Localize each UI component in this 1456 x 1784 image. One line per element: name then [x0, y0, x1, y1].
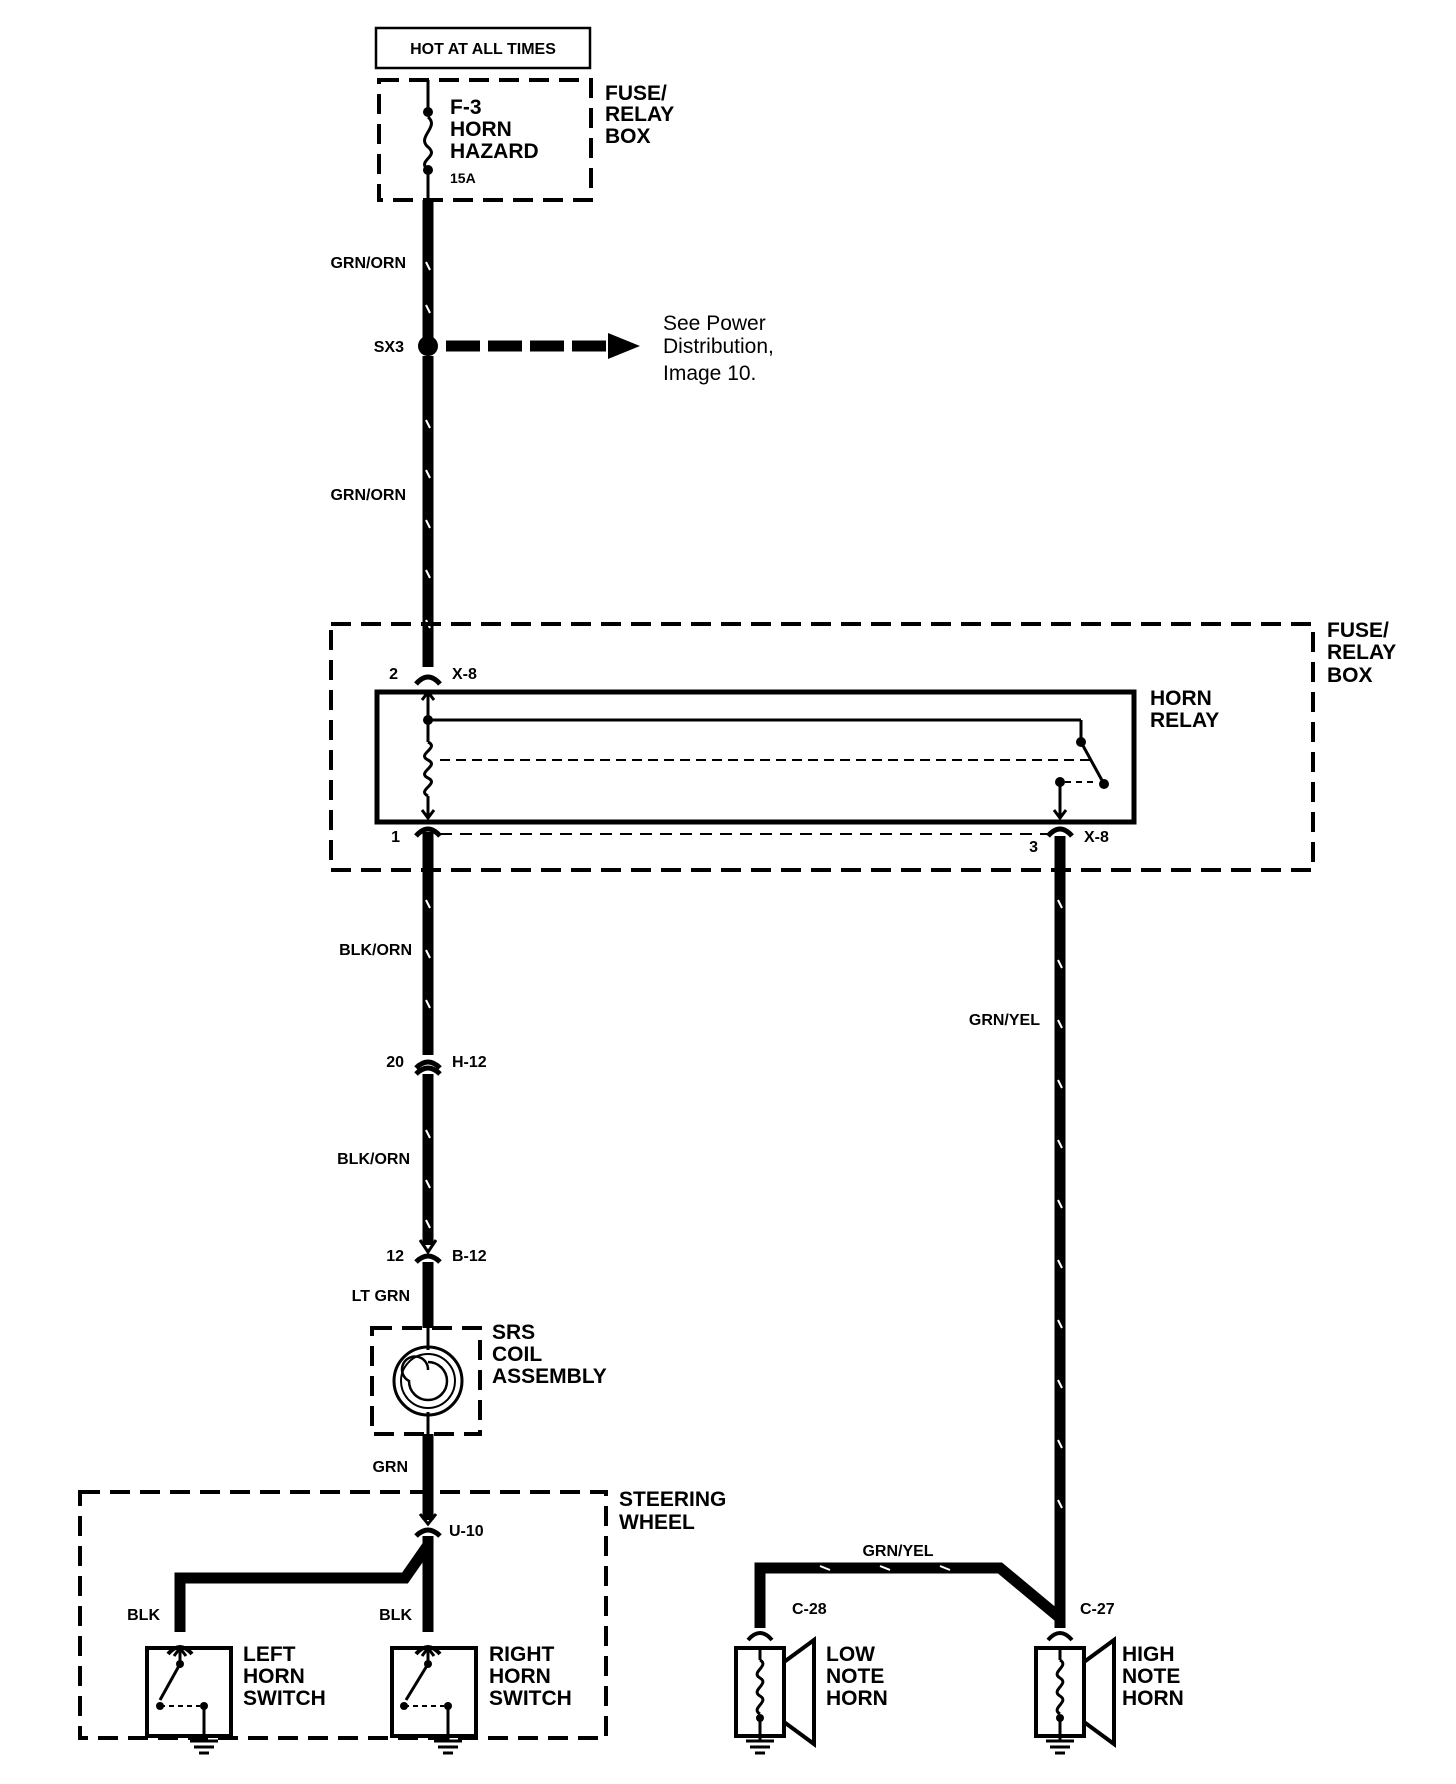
- low-horn-label-3: HORN: [826, 1687, 888, 1710]
- h12-pin: 20: [386, 1054, 404, 1071]
- right-switch-label-3: SWITCH: [489, 1687, 572, 1710]
- wire-label-grn-orn-2: GRN/ORN: [330, 487, 406, 504]
- wire-label-blk-orn-2: BLK/ORN: [337, 1151, 410, 1168]
- fuse-relay-box-top: FUSE/ RELAY BOX F-3 HORN HAZARD 15A: [377, 78, 674, 202]
- steering-wheel-box: STEERING WHEEL U-10 BLK BLK LEFT HORN: [78, 1488, 726, 1755]
- relay-conn-bottom: X-8: [1084, 829, 1109, 846]
- fuse-relay-box-relay: FUSE/ RELAY BOX 2 X-8 HORN RELAY: [329, 619, 1396, 872]
- fuse-hazard-label: HAZARD: [450, 140, 539, 163]
- low-horn-label-1: LOW: [826, 1643, 875, 1666]
- high-note-horn-symbol: [1034, 1631, 1116, 1755]
- wire-label-grn-orn-1: GRN/ORN: [330, 255, 406, 272]
- wire-grn-yel-vertical: [1054, 836, 1066, 1628]
- relay-conn-top: X-8: [452, 666, 477, 683]
- wire-label-grn: GRN: [372, 1459, 408, 1476]
- fuse-box-relay-label-2: RELAY: [1327, 641, 1396, 664]
- high-horn-label-1: HIGH: [1122, 1643, 1175, 1666]
- left-horn-switch-symbol: [145, 1645, 233, 1755]
- left-switch-label-1: LEFT: [243, 1643, 296, 1666]
- srs-label-1: SRS: [492, 1321, 535, 1344]
- right-switch-label-2: HORN: [489, 1665, 551, 1688]
- b12-label: B-12: [452, 1248, 487, 1265]
- splice-sx3: [418, 333, 640, 359]
- wire-label-lt-grn: LT GRN: [352, 1288, 410, 1305]
- wire-blk-orn-lower: [422, 1074, 434, 1245]
- low-horn-label-2: NOTE: [826, 1665, 884, 1688]
- fuse-box-top-label-3: BOX: [605, 125, 651, 148]
- relay-internal-circuit: [420, 689, 1109, 821]
- relay-pin-2: 2: [389, 666, 398, 683]
- c27-label: C-27: [1080, 1601, 1115, 1618]
- fuse-f3-symbol: [423, 80, 433, 200]
- fuse-f3-label: F-3: [450, 96, 482, 119]
- high-horn-label-3: HORN: [1122, 1687, 1184, 1710]
- hot-at-all-times-box: HOT AT ALL TIMES: [374, 26, 592, 70]
- left-switch-label-3: SWITCH: [243, 1687, 326, 1710]
- c28-label: C-28: [792, 1601, 827, 1618]
- wire-label-blk-orn-1: BLK/ORN: [339, 942, 412, 959]
- srs-label-2: COIL: [492, 1343, 542, 1366]
- fuse-box-top-label-2: RELAY: [605, 103, 674, 126]
- left-switch-label-2: HORN: [243, 1665, 305, 1688]
- fuse-box-top-label-1: FUSE/: [605, 82, 667, 105]
- splice-label: SX3: [374, 339, 404, 356]
- steering-label-1: STEERING: [619, 1488, 726, 1511]
- fuse-box-relay-label-3: BOX: [1327, 664, 1373, 687]
- wire-label-grn-yel-2: GRN/YEL: [862, 1543, 933, 1560]
- horn-relay-label-2: RELAY: [1150, 709, 1219, 732]
- right-horn-switch-symbol: [390, 1645, 478, 1755]
- srs-label-3: ASSEMBLY: [492, 1365, 607, 1388]
- wire-blk-orn-upper: [422, 832, 434, 1055]
- high-horn-label-2: NOTE: [1122, 1665, 1180, 1688]
- connector-h12: [414, 1059, 442, 1076]
- wire-label-blk-right: BLK: [379, 1607, 412, 1624]
- relay-pin-1: 1: [391, 829, 400, 846]
- horn-relay-body: [374, 689, 1137, 825]
- steering-label-2: WHEEL: [619, 1511, 695, 1534]
- wire-label-grn-yel-1: GRN/YEL: [969, 1012, 1040, 1029]
- srs-coil-assembly: [370, 1326, 482, 1436]
- hot-label: HOT AT ALL TIMES: [410, 41, 556, 58]
- horn-relay-label-1: HORN: [1150, 687, 1212, 710]
- splice-note-3: Image 10.: [663, 362, 756, 385]
- connector-b12: [414, 1239, 442, 1264]
- u10-label: U-10: [449, 1523, 484, 1540]
- wire-label-blk-left: BLK: [127, 1607, 160, 1624]
- h12-label: H-12: [452, 1054, 487, 1071]
- relay-pin-3: 3: [1029, 839, 1038, 856]
- wire-grn-yel-horn-branch: [754, 1562, 1064, 1628]
- fuse-horn-label: HORN: [450, 118, 512, 141]
- wire-grn-orn-lower: [422, 356, 434, 667]
- wire-grn-orn-upper: [422, 200, 434, 340]
- fuse-rating: 15A: [450, 170, 476, 186]
- splice-note-1: See Power: [663, 312, 766, 335]
- fuse-box-relay-label-1: FUSE/: [1327, 619, 1389, 642]
- b12-pin: 12: [386, 1248, 404, 1265]
- splice-note-2: Distribution,: [663, 335, 774, 358]
- low-note-horn-symbol: [734, 1631, 816, 1755]
- right-switch-label-1: RIGHT: [489, 1643, 555, 1666]
